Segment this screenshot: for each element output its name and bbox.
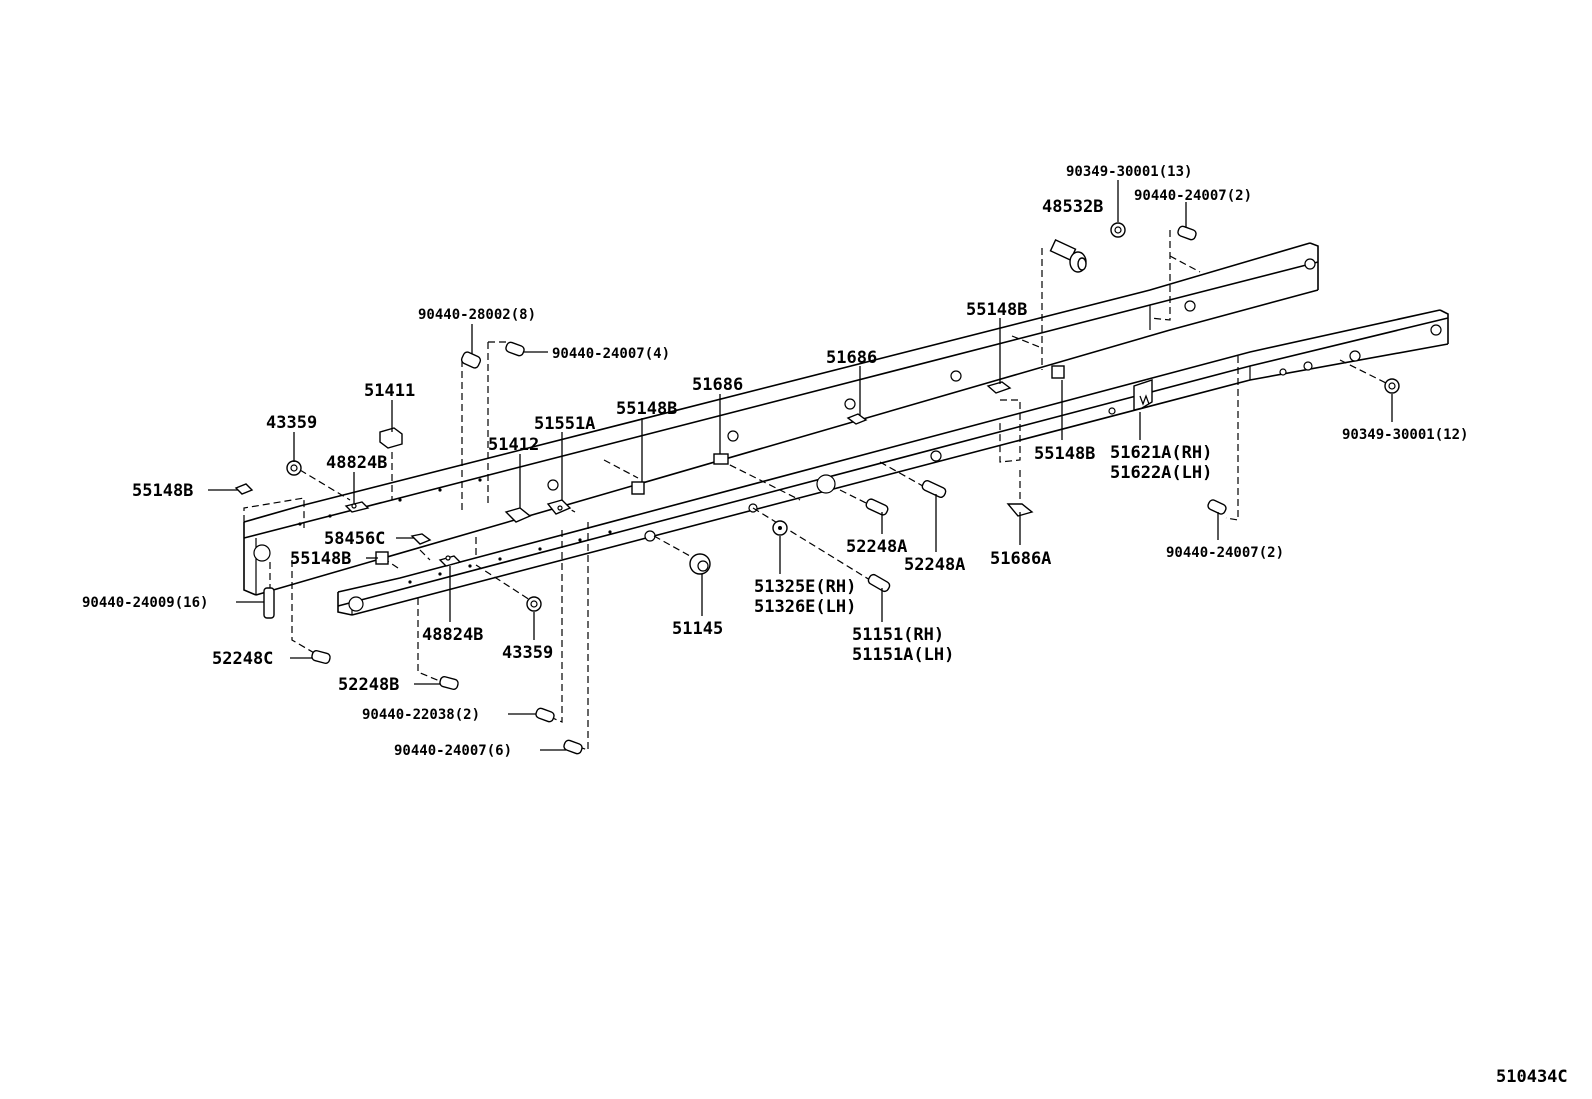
pin-51151-icon bbox=[867, 573, 891, 593]
label-51412: 51412 bbox=[488, 435, 539, 455]
label-52248B: 52248B bbox=[338, 675, 399, 695]
pin-52248A-right-icon bbox=[921, 480, 947, 498]
label-51411: 51411 bbox=[364, 381, 415, 401]
front-frame-rail bbox=[298, 309, 1449, 616]
pin-52248A-left-icon bbox=[865, 498, 889, 516]
bracket-51412-icon bbox=[504, 507, 532, 523]
label-55148B-mid: 55148B bbox=[616, 399, 677, 419]
rivet-bottom-right-icon bbox=[1207, 499, 1227, 515]
bracket-51621A-icon bbox=[1133, 379, 1153, 411]
label-55148B-right: 55148B bbox=[1034, 444, 1095, 464]
nut-51325E-icon bbox=[772, 520, 788, 536]
label-48532B: 48532B bbox=[1042, 197, 1103, 217]
label-90440-24007-2-bottom: 90440-24007(2) bbox=[1166, 545, 1284, 561]
nut-right-icon bbox=[1384, 378, 1400, 394]
label-90440-24007-6: 90440-24007(6) bbox=[394, 743, 512, 759]
label-48824B-top: 48824B bbox=[326, 453, 387, 473]
label-52248A-right: 52248A bbox=[904, 555, 965, 575]
label-90440-24009-16: 90440-24009(16) bbox=[82, 595, 208, 611]
label-51686-right: 51686 bbox=[826, 348, 877, 368]
bolt-90440-24009-icon bbox=[263, 587, 275, 619]
rivet-90440-24007-4-icon bbox=[505, 341, 525, 357]
label-48824B-bottom: 48824B bbox=[422, 625, 483, 645]
bolt-48532B-icon bbox=[1049, 238, 1087, 273]
label-55148B-low: 55148B bbox=[290, 549, 351, 569]
label-58456C: 58456C bbox=[324, 529, 385, 549]
diagram-code: 510434C bbox=[1496, 1067, 1568, 1087]
label-90440-22038-2: 90440-22038(2) bbox=[362, 707, 480, 723]
rivet-90440-24007-6-icon bbox=[563, 739, 583, 755]
leader-lines bbox=[208, 180, 1393, 751]
clip-58456C-icon bbox=[410, 533, 432, 545]
label-51151: 51151(RH) bbox=[852, 625, 944, 645]
bracket-51551A-icon bbox=[546, 499, 572, 515]
block-51411-icon bbox=[379, 427, 403, 449]
label-51686A: 51686A bbox=[990, 549, 1051, 569]
label-51325E: 51325E(RH) bbox=[754, 577, 856, 597]
rear-frame-rail bbox=[243, 242, 1319, 596]
clamp-48824B-bottom-icon bbox=[438, 555, 462, 567]
label-90440-24007-2-top: 90440-24007(2) bbox=[1134, 188, 1252, 204]
pin-52248B-icon bbox=[439, 676, 459, 690]
clip-55148B-top-icon bbox=[986, 381, 1012, 394]
part-labels: 90349-30001(13) 90440-24007(2) 48532B 55… bbox=[82, 164, 1568, 1087]
clamp-48824B-top-icon bbox=[344, 501, 370, 513]
label-51151A: 51151A(LH) bbox=[852, 645, 954, 665]
alignment-dashes bbox=[243, 230, 1391, 751]
clip-51686-left-icon bbox=[713, 453, 729, 465]
clip-55148B-left-icon bbox=[234, 483, 254, 495]
label-51326E: 51326E(LH) bbox=[754, 597, 856, 617]
nut-43359-top-icon bbox=[286, 460, 302, 476]
rivet-top-right-icon bbox=[1177, 225, 1197, 241]
label-43359-bottom: 43359 bbox=[502, 643, 553, 663]
label-55148B-left: 55148B bbox=[132, 481, 193, 501]
clip-55148B-right-icon bbox=[1051, 365, 1065, 379]
label-43359-top: 43359 bbox=[266, 413, 317, 433]
label-51551A: 51551A bbox=[534, 414, 595, 434]
label-51145: 51145 bbox=[672, 619, 723, 639]
parts bbox=[234, 222, 1400, 755]
label-52248C: 52248C bbox=[212, 649, 273, 669]
label-90349-30001-12: 90349-30001(12) bbox=[1342, 427, 1468, 443]
clip-51686A-icon bbox=[1006, 503, 1034, 517]
pin-52248C-icon bbox=[311, 650, 331, 664]
label-90440-24007-4: 90440-24007(4) bbox=[552, 346, 670, 362]
bushing-51145-icon bbox=[689, 553, 711, 575]
clip-51686-right-icon bbox=[846, 413, 868, 425]
clip-55148B-mid-icon bbox=[631, 481, 645, 495]
nut-43359-bottom-icon bbox=[526, 596, 542, 612]
label-51621A: 51621A(RH) bbox=[1110, 443, 1212, 463]
label-90349-30001-13: 90349-30001(13) bbox=[1066, 164, 1192, 180]
nut-top-icon bbox=[1110, 222, 1126, 238]
label-52248A-left: 52248A bbox=[846, 537, 907, 557]
label-90440-28002-8: 90440-28002(8) bbox=[418, 307, 536, 323]
label-51622A: 51622A(LH) bbox=[1110, 463, 1212, 483]
rivet-90440-28002-icon bbox=[460, 351, 482, 369]
rivet-90440-22038-icon bbox=[535, 707, 555, 723]
label-55148B-top: 55148B bbox=[966, 300, 1027, 320]
label-51686-left: 51686 bbox=[692, 375, 743, 395]
